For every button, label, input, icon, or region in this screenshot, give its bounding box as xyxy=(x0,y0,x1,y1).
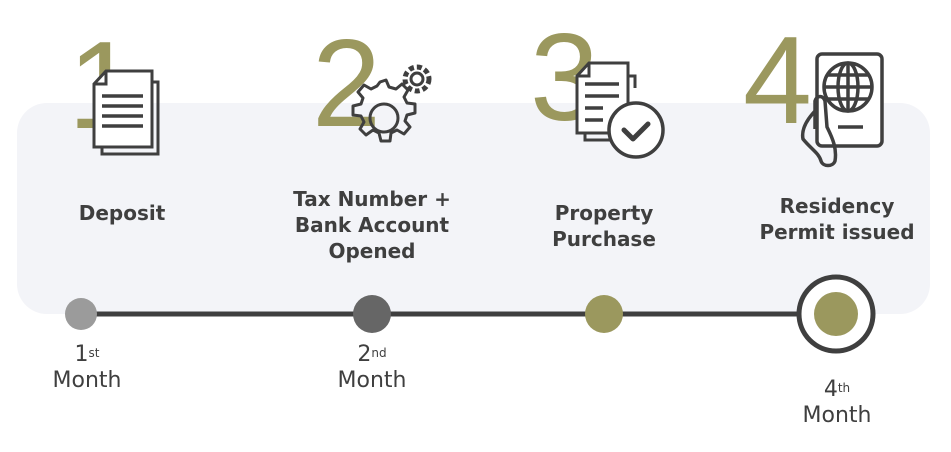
timeline-dot-1 xyxy=(65,298,97,330)
step-label-deposit: Deposit xyxy=(78,201,166,225)
document-icon xyxy=(92,69,160,156)
timeline-dot-3 xyxy=(585,295,623,333)
timeline-panel xyxy=(17,103,930,314)
timeline-dot-2 xyxy=(353,295,391,333)
step-number-2: 2 xyxy=(312,15,381,153)
passport-icon xyxy=(800,52,884,168)
document-check-icon xyxy=(575,61,665,159)
step-number-4: 4 xyxy=(743,12,812,150)
gears-icon xyxy=(351,64,432,143)
timeline-dot-4 xyxy=(814,292,858,336)
